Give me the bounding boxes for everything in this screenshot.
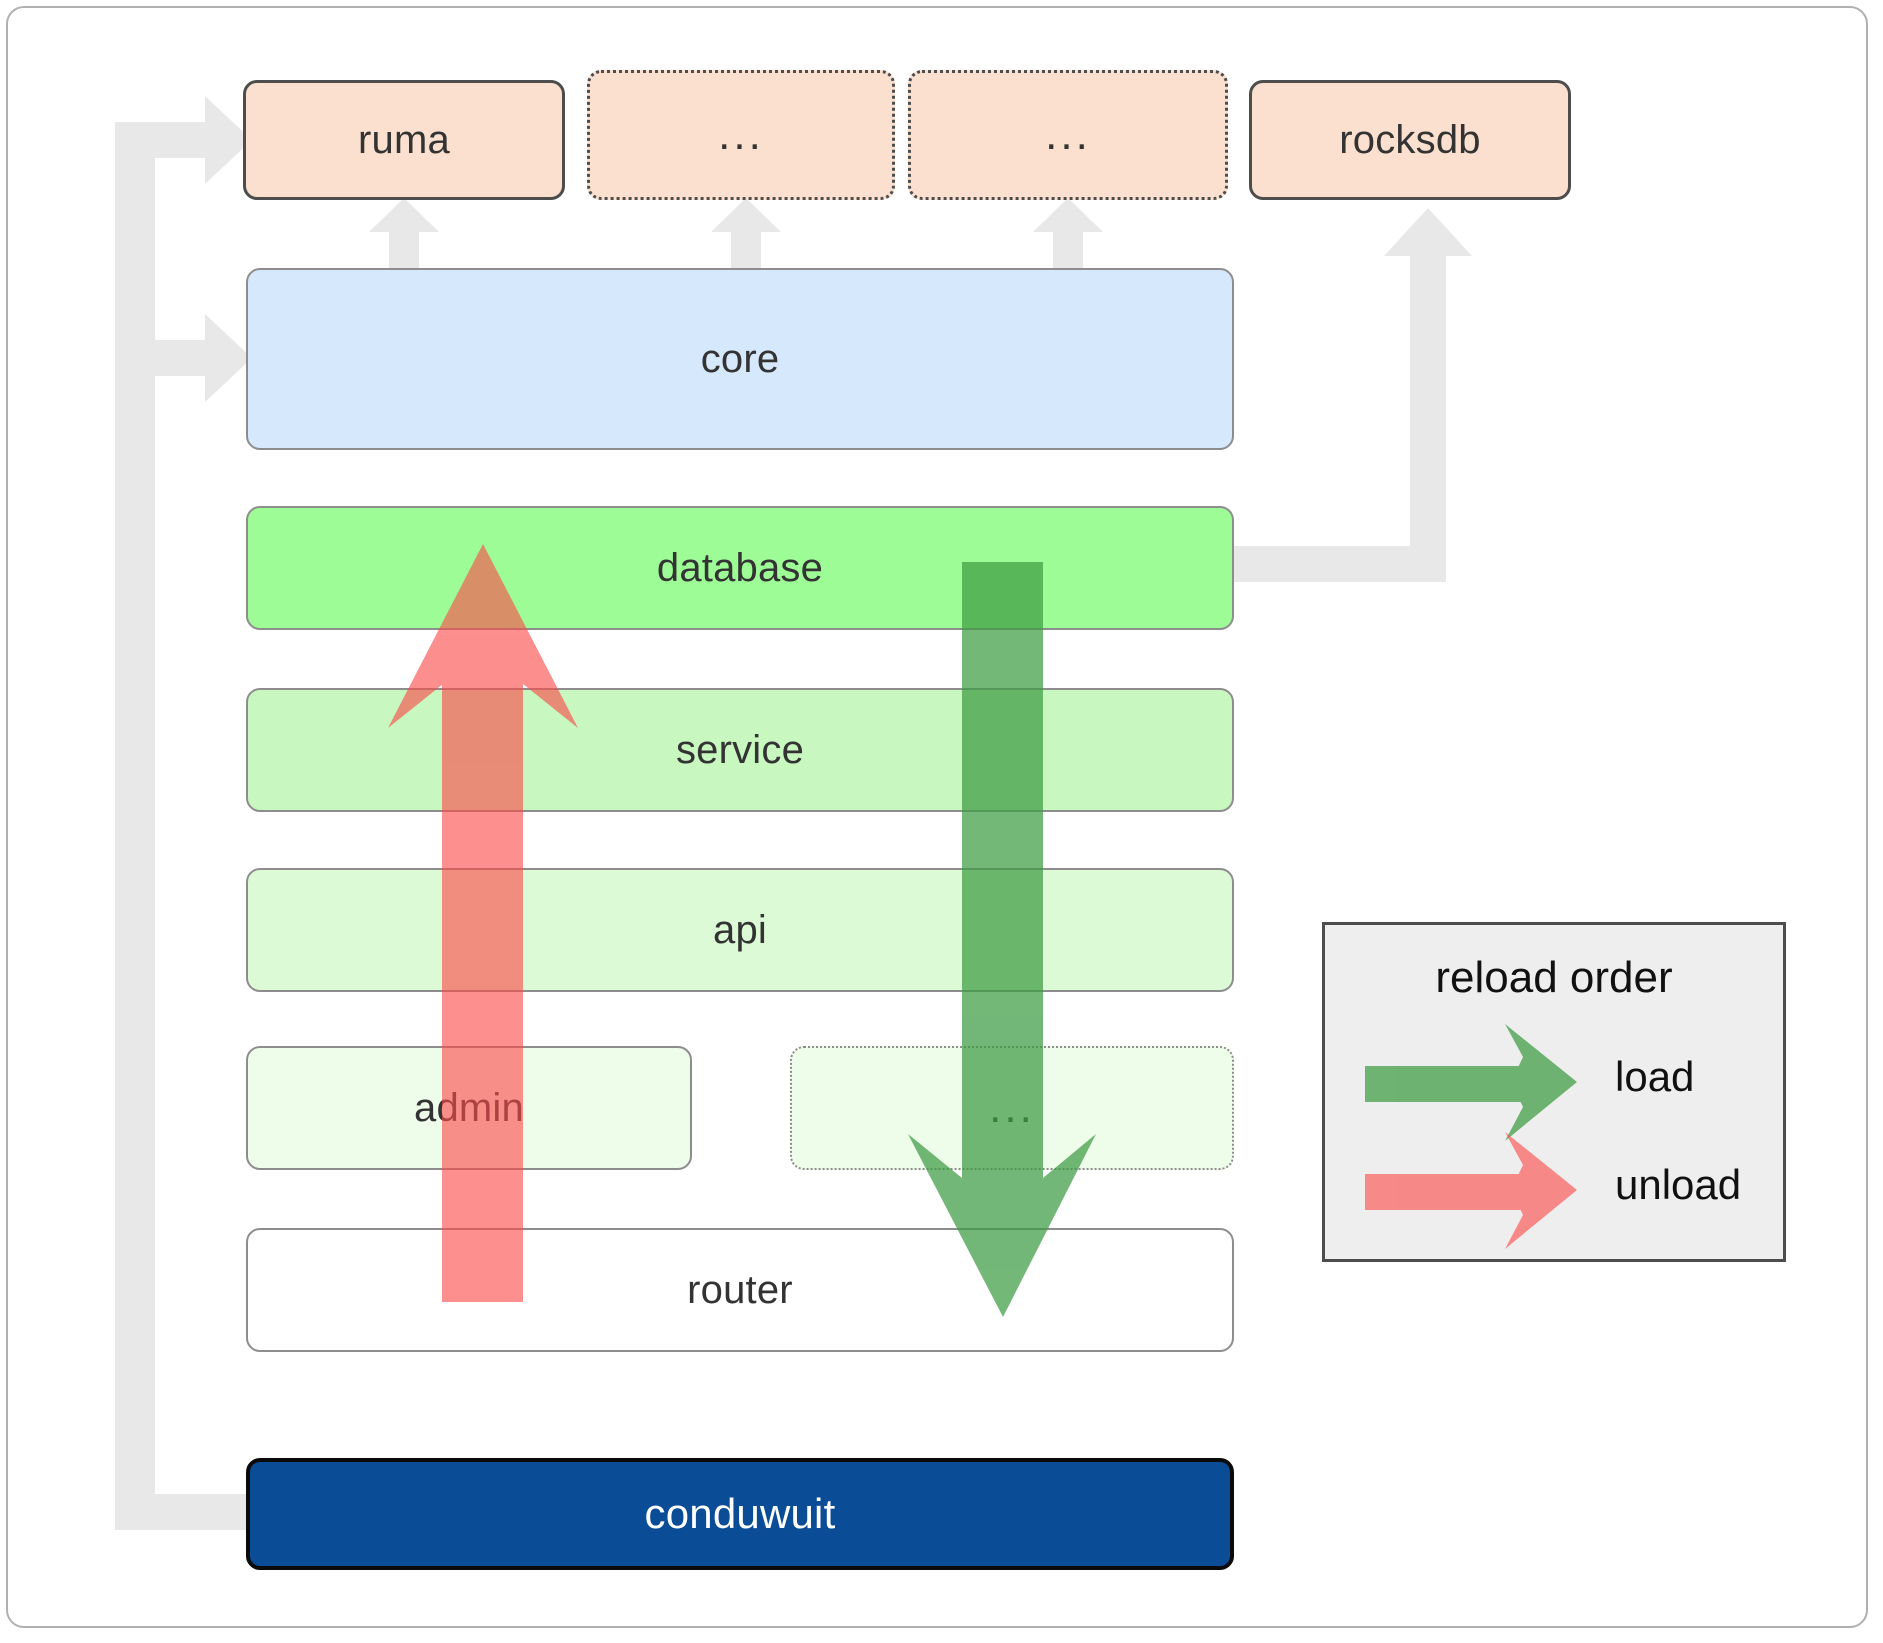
dep-box-placeholder-2[interactable]: ... — [908, 70, 1228, 200]
app-label-conduwuit: conduwuit — [644, 1490, 836, 1537]
layer-label-placeholder-3: ... — [989, 1082, 1035, 1132]
legend-label-unload: unload — [1615, 1161, 1742, 1208]
layer-box-api[interactable]: api — [246, 868, 1234, 992]
layer-box-admin[interactable]: admin — [246, 1046, 692, 1170]
dep-box-rocksdb[interactable]: rocksdb — [1249, 80, 1571, 200]
dep-box-placeholder-1[interactable]: ... — [587, 70, 895, 200]
dep-box-ruma[interactable]: ruma — [243, 80, 565, 200]
legend-row-load: load — [1325, 1024, 1783, 1141]
dep-label-placeholder-2: ... — [1045, 109, 1091, 159]
dep-label-ruma: ruma — [358, 117, 450, 162]
layer-box-core[interactable]: core — [246, 268, 1234, 450]
app-box-conduwuit[interactable]: conduwuit — [246, 1458, 1234, 1570]
diagram-frame — [6, 6, 1868, 1628]
layer-label-core: core — [700, 336, 780, 381]
layer-label-admin: admin — [414, 1085, 524, 1130]
layer-box-database[interactable]: database — [246, 506, 1234, 630]
dep-label-rocksdb: rocksdb — [1339, 117, 1481, 162]
layer-box-service[interactable]: service — [246, 688, 1234, 812]
layer-label-api: api — [713, 907, 767, 952]
legend-unload-arrow-icon — [1365, 1132, 1577, 1249]
legend-panel: reload order load unload — [1322, 922, 1786, 1262]
layer-label-router: router — [687, 1267, 793, 1312]
layer-label-service: service — [675, 727, 805, 772]
legend-label-load: load — [1615, 1053, 1695, 1100]
legend-title: reload order — [1435, 953, 1673, 1002]
legend-load-arrow-icon — [1365, 1024, 1577, 1141]
layer-box-router[interactable]: router — [246, 1228, 1234, 1352]
layer-box-placeholder-3[interactable]: ... — [790, 1046, 1234, 1170]
layer-label-database: database — [656, 545, 824, 590]
dep-label-placeholder-1: ... — [718, 109, 764, 159]
legend-row-unload: unload — [1325, 1132, 1783, 1249]
